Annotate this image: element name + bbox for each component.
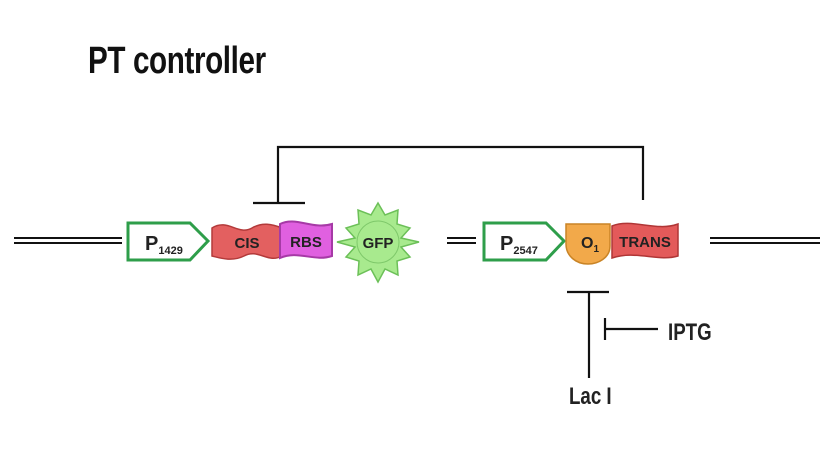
rbs-part: RBS [279,220,333,260]
promoter-p2547-label: P2547 [500,233,538,257]
promoter-p1429-label: P1429 [145,233,183,257]
promoter-p1429: P1429 [126,221,211,262]
trans-part: TRANS [611,222,679,260]
rbs-label: RBS [290,234,322,251]
operator-o1: O1 [565,223,611,265]
cis-label: CIS [234,235,259,252]
repression-arc-trans-to-cis [253,145,645,205]
promoter-p2547-arrow [482,221,567,262]
promoter-p1429-arrow [126,221,211,262]
gfp-reporter: GFP [336,201,420,284]
dna-backbone-right [710,237,820,244]
laci-repression [567,290,609,378]
trans-label: TRANS [619,234,671,251]
page-title: PT controller [88,40,266,82]
dna-backbone-left [14,237,122,244]
gfp-label: GFP [363,235,394,252]
iptg-label: IPTG [668,319,712,346]
iptg-inhibition [603,318,658,340]
cis-part: CIS [211,223,283,260]
promoter-p2547: P2547 [482,221,567,262]
laci-label: Lac I [569,383,612,410]
dna-backbone-middle [447,237,476,244]
operator-o1-label: O1 [581,235,599,255]
